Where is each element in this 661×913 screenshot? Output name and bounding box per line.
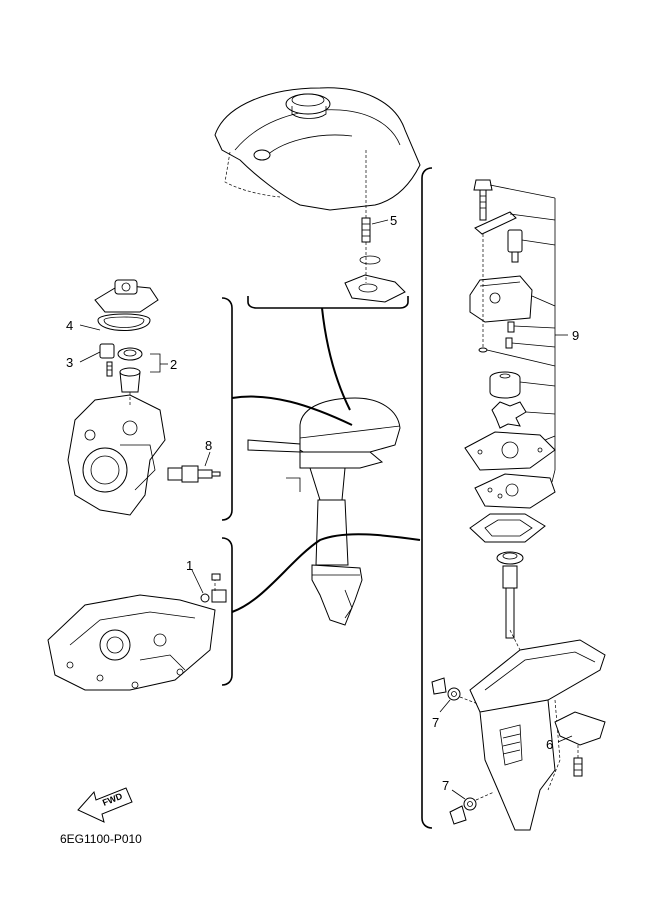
callout-3: 3 [66, 355, 73, 370]
link-crankcase [231, 533, 421, 613]
callout-7-lower: 7 [442, 778, 449, 793]
fwd-arrow-icon: FWD [77, 787, 133, 823]
drain-screw-lower [449, 791, 495, 825]
thermostat-cover [99, 343, 115, 377]
drain-plug [200, 573, 227, 603]
lower-unit [469, 629, 606, 831]
link-head [231, 395, 353, 426]
drawing-code: 6EG1100-P010 [60, 832, 142, 846]
callout-2: 2 [170, 357, 177, 372]
bracket-head [221, 297, 233, 521]
spark-plug [167, 465, 221, 483]
link-cowling [321, 307, 351, 411]
drain-screw-upper [431, 677, 479, 705]
callout-4: 4 [66, 318, 73, 333]
callout-5: 5 [390, 213, 397, 228]
callout-9: 9 [572, 328, 579, 343]
bracket-cowling [247, 296, 409, 309]
callout-6: 6 [546, 737, 553, 752]
bracket-lower-unit [421, 167, 433, 829]
callout-9-leaders [486, 184, 568, 483]
callout-1: 1 [186, 558, 193, 573]
outboard-motor [247, 397, 401, 626]
callout-7-upper: 7 [432, 715, 439, 730]
thermostat [117, 347, 143, 393]
trim-tab [554, 711, 606, 777]
bracket-crankcase [221, 537, 233, 686]
crankcase [47, 594, 216, 691]
top-cowling [214, 87, 421, 211]
cowling-screw [344, 150, 406, 303]
cylinder-head [67, 392, 166, 516]
callout-8: 8 [205, 438, 212, 453]
water-pump [464, 179, 556, 639]
fuel-pump [94, 279, 159, 331]
